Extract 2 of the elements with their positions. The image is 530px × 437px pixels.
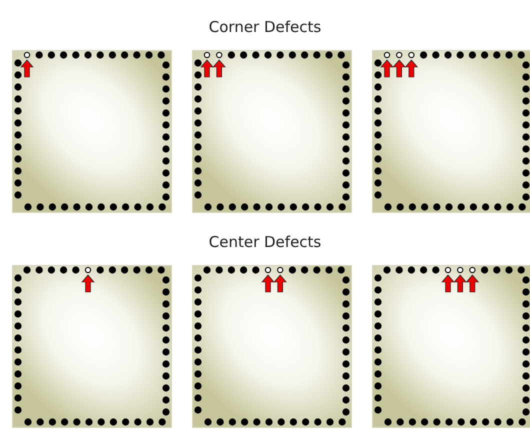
section-heading: Corner Defects: [208, 18, 322, 36]
section-heading: Center Defects: [208, 233, 322, 251]
